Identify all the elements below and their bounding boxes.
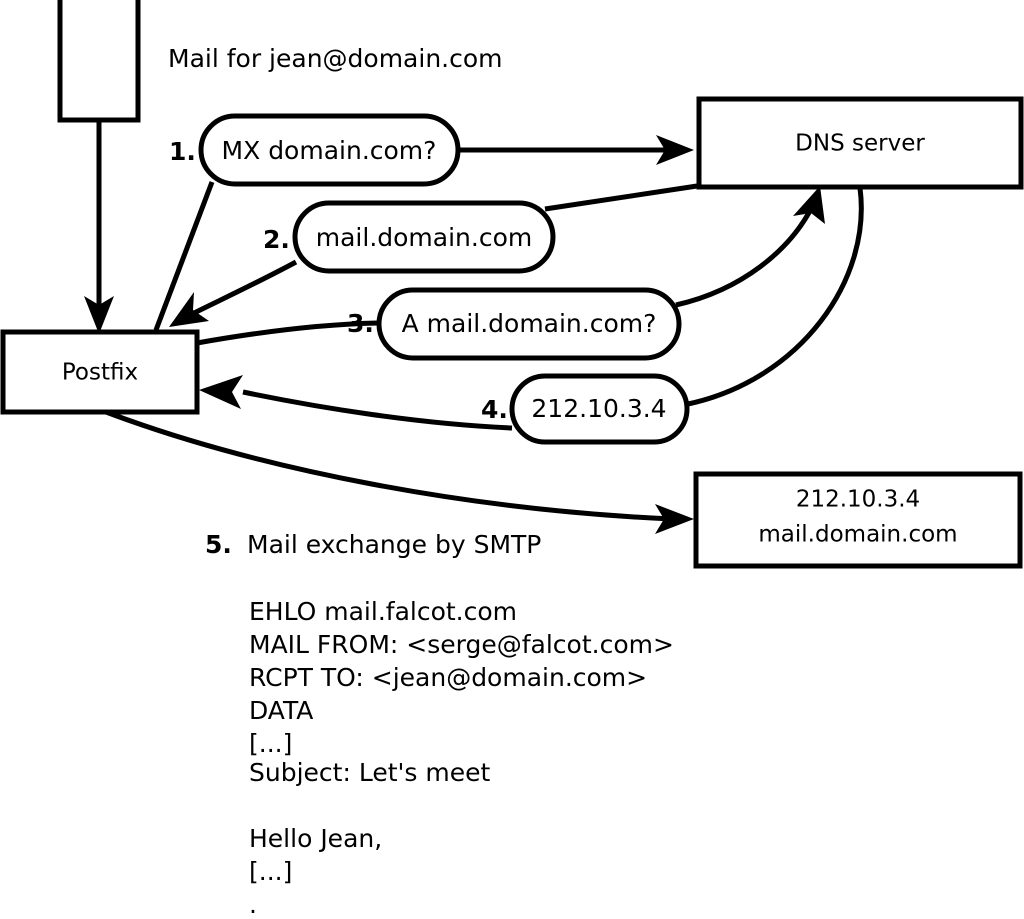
step-5-number: 5.	[205, 530, 232, 559]
postfix-node: Postfix	[0, 329, 200, 415]
connector-step2-bubble-to-postfix	[169, 259, 298, 327]
arrowhead-down-icon	[84, 296, 114, 334]
transcript-line: Subject: Let's meet	[249, 758, 490, 787]
step-3-group: 3. A mail.domain.com?	[347, 287, 682, 361]
target-mailserver-box	[693, 471, 1023, 569]
smtp-transcript: EHLO mail.falcot.com MAIL FROM: <serge@f…	[249, 597, 674, 919]
target-mailserver-hostname: mail.domain.com	[758, 522, 957, 548]
transcript-line: .	[249, 890, 257, 919]
connector-step5-postfix-to-target	[105, 409, 694, 534]
step-3-bubble	[376, 287, 682, 361]
step-4-number: 4.	[481, 395, 508, 424]
arrowhead-right-icon	[656, 135, 694, 165]
dns-server-label: DNS server	[795, 131, 925, 157]
dns-server-node: DNS server	[696, 96, 1024, 190]
step-2-label: mail.domain.com	[316, 223, 532, 252]
dns-server-box	[696, 96, 1024, 190]
connector-step4-dns-to-bubble	[687, 187, 864, 407]
arrowhead-down-left-icon	[169, 292, 209, 327]
step-2-bubble	[292, 200, 556, 274]
connector-step3-bubble-to-dns	[675, 186, 825, 308]
postfix-box	[0, 329, 200, 415]
step-5-group: 5. Mail exchange by SMTP	[205, 530, 541, 559]
transcript-line: DATA	[249, 696, 313, 725]
arrowhead-up-right-icon	[793, 186, 825, 224]
target-mailserver-node: 212.10.3.4 mail.domain.com	[693, 471, 1023, 569]
step-1-group: 1. MX domain.com?	[169, 113, 461, 187]
arrowhead-right-icon	[655, 504, 694, 534]
target-mailserver-ip: 212.10.3.4	[796, 487, 920, 513]
connector-step4-bubble-to-postfix	[199, 375, 513, 431]
step-5-label: Mail exchange by SMTP	[247, 530, 541, 559]
arrowhead-left-icon	[199, 375, 243, 409]
postfix-label: Postfix	[62, 360, 138, 386]
step-3-label: A mail.domain.com?	[402, 309, 657, 338]
connector-step1-postfix-to-bubble	[153, 181, 215, 331]
transcript-line: RCPT TO: <jean@domain.com>	[249, 663, 647, 692]
connector-step2-dns-to-bubble	[544, 183, 698, 212]
step-4-bubble	[509, 373, 690, 445]
step-2-number: 2.	[263, 225, 290, 254]
transcript-line: Hello Jean,	[249, 824, 382, 853]
connector-step1-bubble-to-dns	[458, 135, 694, 165]
client-box	[57, 0, 141, 123]
step-4-group: 4. 212.10.3.4	[481, 373, 690, 445]
transcript-line: EHLO mail.falcot.com	[249, 597, 517, 626]
transcript-line: [...]	[249, 857, 292, 886]
connector-step3-postfix-to-bubble	[196, 320, 379, 346]
connector-client-to-postfix	[84, 120, 114, 334]
step-2-group: 2. mail.domain.com	[263, 200, 556, 274]
transcript-line: [...]	[249, 729, 292, 758]
step-1-number: 1.	[169, 137, 196, 166]
top-caption: Mail for jean@domain.com	[168, 44, 503, 73]
step-4-label: 212.10.3.4	[531, 394, 666, 423]
step-1-label: MX domain.com?	[222, 136, 437, 165]
step-3-number: 3.	[347, 309, 374, 338]
step-1-bubble	[198, 113, 461, 187]
transcript-line: MAIL FROM: <serge@falcot.com>	[249, 630, 674, 659]
